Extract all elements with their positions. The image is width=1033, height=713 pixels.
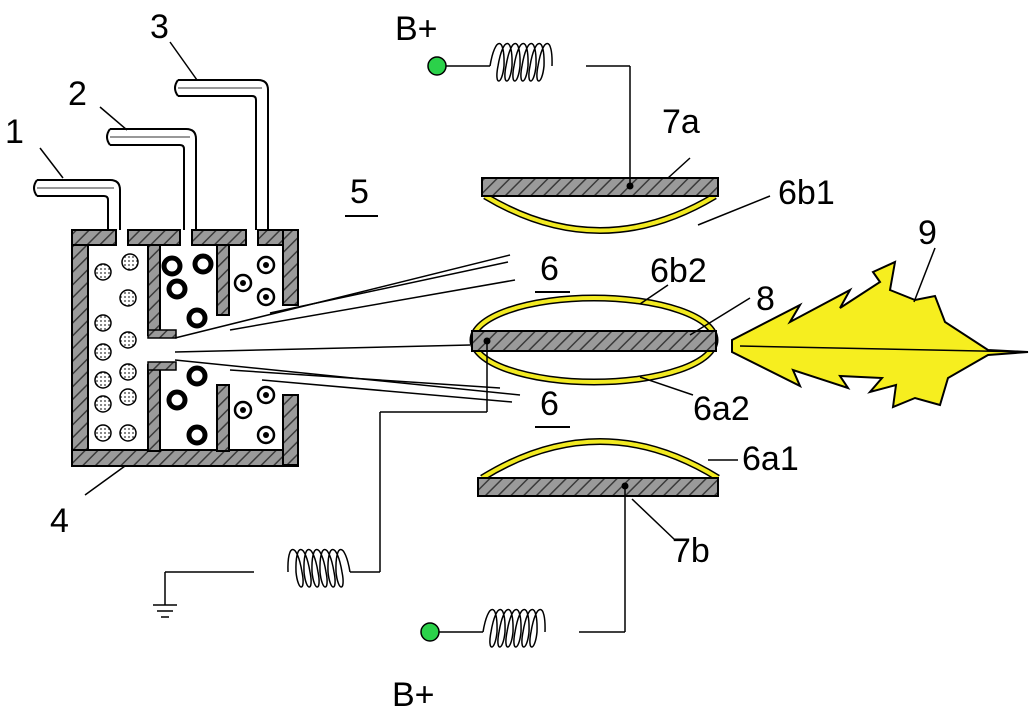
label-7a: 7a: [662, 103, 700, 141]
particles-chamber-3: [233, 255, 276, 445]
terminal-bottom-icon: [420, 622, 440, 642]
beam-lines: [174, 254, 521, 403]
coil-top: [489, 43, 553, 82]
terminal-top-icon: [427, 56, 447, 76]
label-9: 9: [918, 214, 937, 252]
label-3: 3: [150, 8, 169, 46]
label-5: 5: [350, 173, 369, 211]
label-8: 8: [756, 280, 775, 318]
label-6b1: 6b1: [778, 174, 835, 212]
label-1: 1: [5, 113, 24, 151]
wiring-top: [445, 43, 631, 183]
pipe-1: [37, 179, 121, 230]
label-4: 4: [50, 502, 69, 540]
label-7b: 7b: [672, 532, 710, 570]
label-bplus-bottom: B+: [392, 676, 435, 713]
feed-pipes: [33, 79, 269, 230]
leader-lines: [39, 41, 936, 541]
label-6a2: 6a2: [693, 390, 750, 428]
particle-centers: [240, 262, 269, 438]
label-bplus-top: B+: [395, 10, 438, 48]
source-chamber: [71, 229, 299, 467]
particles-chamber-2: [161, 253, 214, 446]
pipe-3: [178, 79, 269, 230]
particles-chamber-1: [94, 253, 139, 442]
coil-bottom: [482, 609, 546, 648]
coil-ground: [287, 549, 351, 588]
wiring-ground: [164, 341, 488, 605]
label-2: 2: [68, 75, 87, 113]
label-6a1: 6a1: [742, 440, 799, 478]
plate-7a: [481, 177, 719, 234]
plate-7b: [477, 438, 720, 497]
wiring-bottom: [438, 489, 626, 648]
label-6-top: 6: [540, 250, 559, 288]
ground-icon: [153, 604, 177, 618]
label-6b2: 6b2: [650, 252, 707, 290]
label-6-bottom: 6: [540, 385, 559, 423]
lightning-discharge: [731, 260, 1029, 409]
pipe-2: [110, 128, 197, 230]
electrode-8: [469, 294, 719, 386]
